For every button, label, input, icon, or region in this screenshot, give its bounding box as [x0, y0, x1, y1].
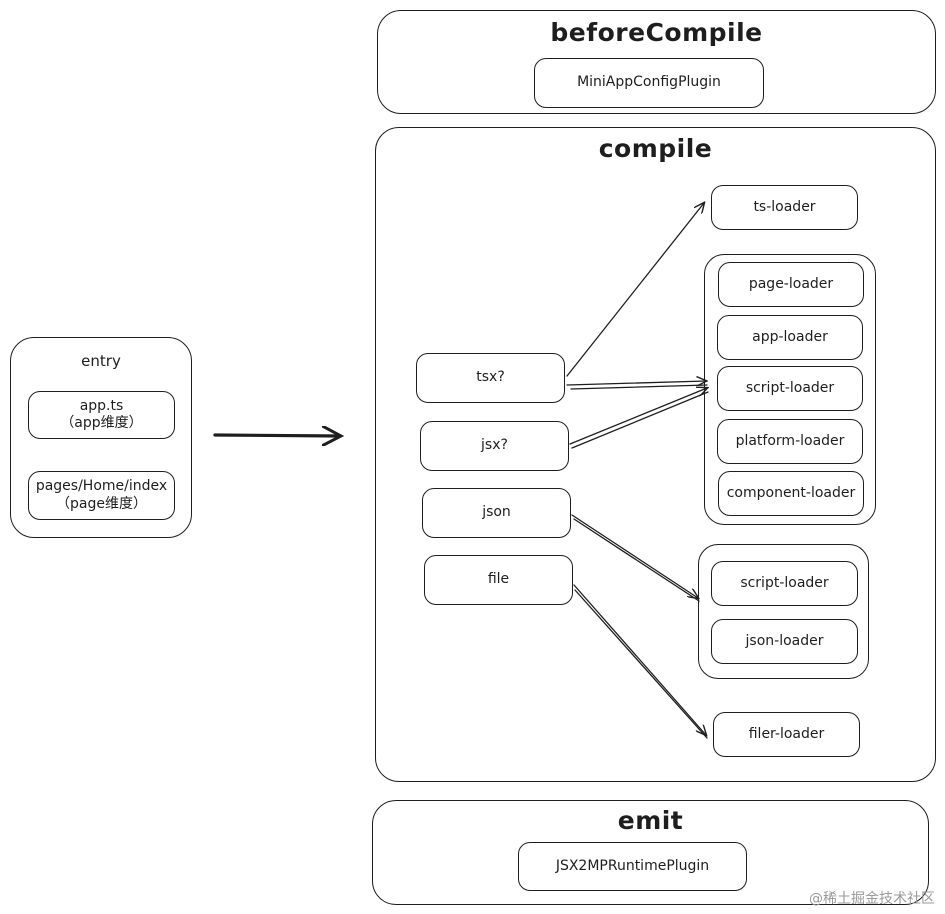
mini-app-config-plugin: MiniAppConfigPlugin	[534, 58, 764, 108]
entry-item-app: app.ts （app维度）	[28, 391, 175, 439]
page-loader: page-loader	[718, 262, 864, 307]
component-loader: component-loader	[718, 471, 864, 516]
entry-item-page-name: pages/Home/index	[35, 478, 168, 494]
entry-item-page-note: （page维度）	[56, 495, 147, 512]
entry-item-page: pages/Home/index （page维度）	[28, 471, 175, 520]
emit-title: emit	[617, 806, 684, 835]
input-file: file	[424, 555, 573, 605]
entry-item-app-note: （app维度）	[60, 415, 143, 431]
ts-loader: ts-loader	[711, 185, 858, 230]
script-loader: script-loader	[717, 366, 863, 411]
json-group-script-loader: script-loader	[711, 561, 858, 606]
entry-item-app-name: app.ts	[79, 397, 124, 414]
watermark: @稀土掘金技术社区	[809, 891, 935, 907]
entry-panel: entry app.ts （app维度） pages/Home/index （p…	[10, 337, 192, 538]
app-loader: app-loader	[717, 315, 863, 360]
jsx2mp-runtime-plugin: JSX2MPRuntimePlugin	[518, 842, 747, 891]
entry-title: entry	[81, 352, 121, 370]
arrow-entry-to-compile	[213, 435, 340, 436]
before-compile-title: beforeCompile	[550, 18, 763, 47]
input-tsx: tsx?	[416, 353, 565, 403]
compile-title: compile	[598, 134, 713, 163]
platform-loader: platform-loader	[717, 419, 863, 464]
before-compile-panel: beforeCompile MiniAppConfigPlugin	[377, 10, 936, 114]
emit-panel: emit JSX2MPRuntimePlugin	[372, 800, 929, 905]
filer-loader: filer-loader	[713, 712, 860, 757]
json-loader: json-loader	[711, 619, 858, 664]
input-jsx: jsx?	[420, 421, 569, 471]
input-json: json	[422, 488, 571, 538]
